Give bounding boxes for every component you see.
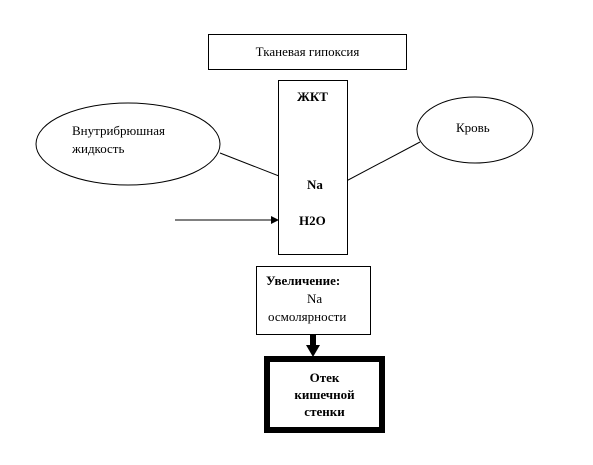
blood-label: Кровь [456,120,490,135]
bowel-wall-edema-box: Отек кишечной стенки [264,356,385,433]
increase-title: Увеличение: [266,273,341,288]
water-label: H2O [299,213,326,228]
gi-tract-title: ЖКТ [297,89,328,104]
edema-line1: Отек [309,370,340,385]
tissue-hypoxia-label: Тканевая гипоксия [255,44,360,59]
increase-sodium: Na [307,291,323,306]
gi-tract-box: ЖКТ Na H2O [278,80,348,255]
intra-abdominal-fluid-ellipse [35,102,221,186]
sodium-label: Na [307,177,323,192]
blood-ellipse [416,96,534,164]
edema-line2: кишечной [294,387,355,402]
increase-box: Увеличение: Na осмолярности [256,266,371,335]
edema-line3: стенки [304,404,345,419]
tissue-hypoxia-box: Тканевая гипоксия [208,34,407,70]
thick-arrow-head [306,345,320,357]
intra-abdominal-fluid-label-line1: Внутрибрюшная [72,123,165,138]
increase-osmolarity: осмолярности [268,309,347,324]
intra-abdominal-fluid-label-line2: жидкость [72,141,125,156]
